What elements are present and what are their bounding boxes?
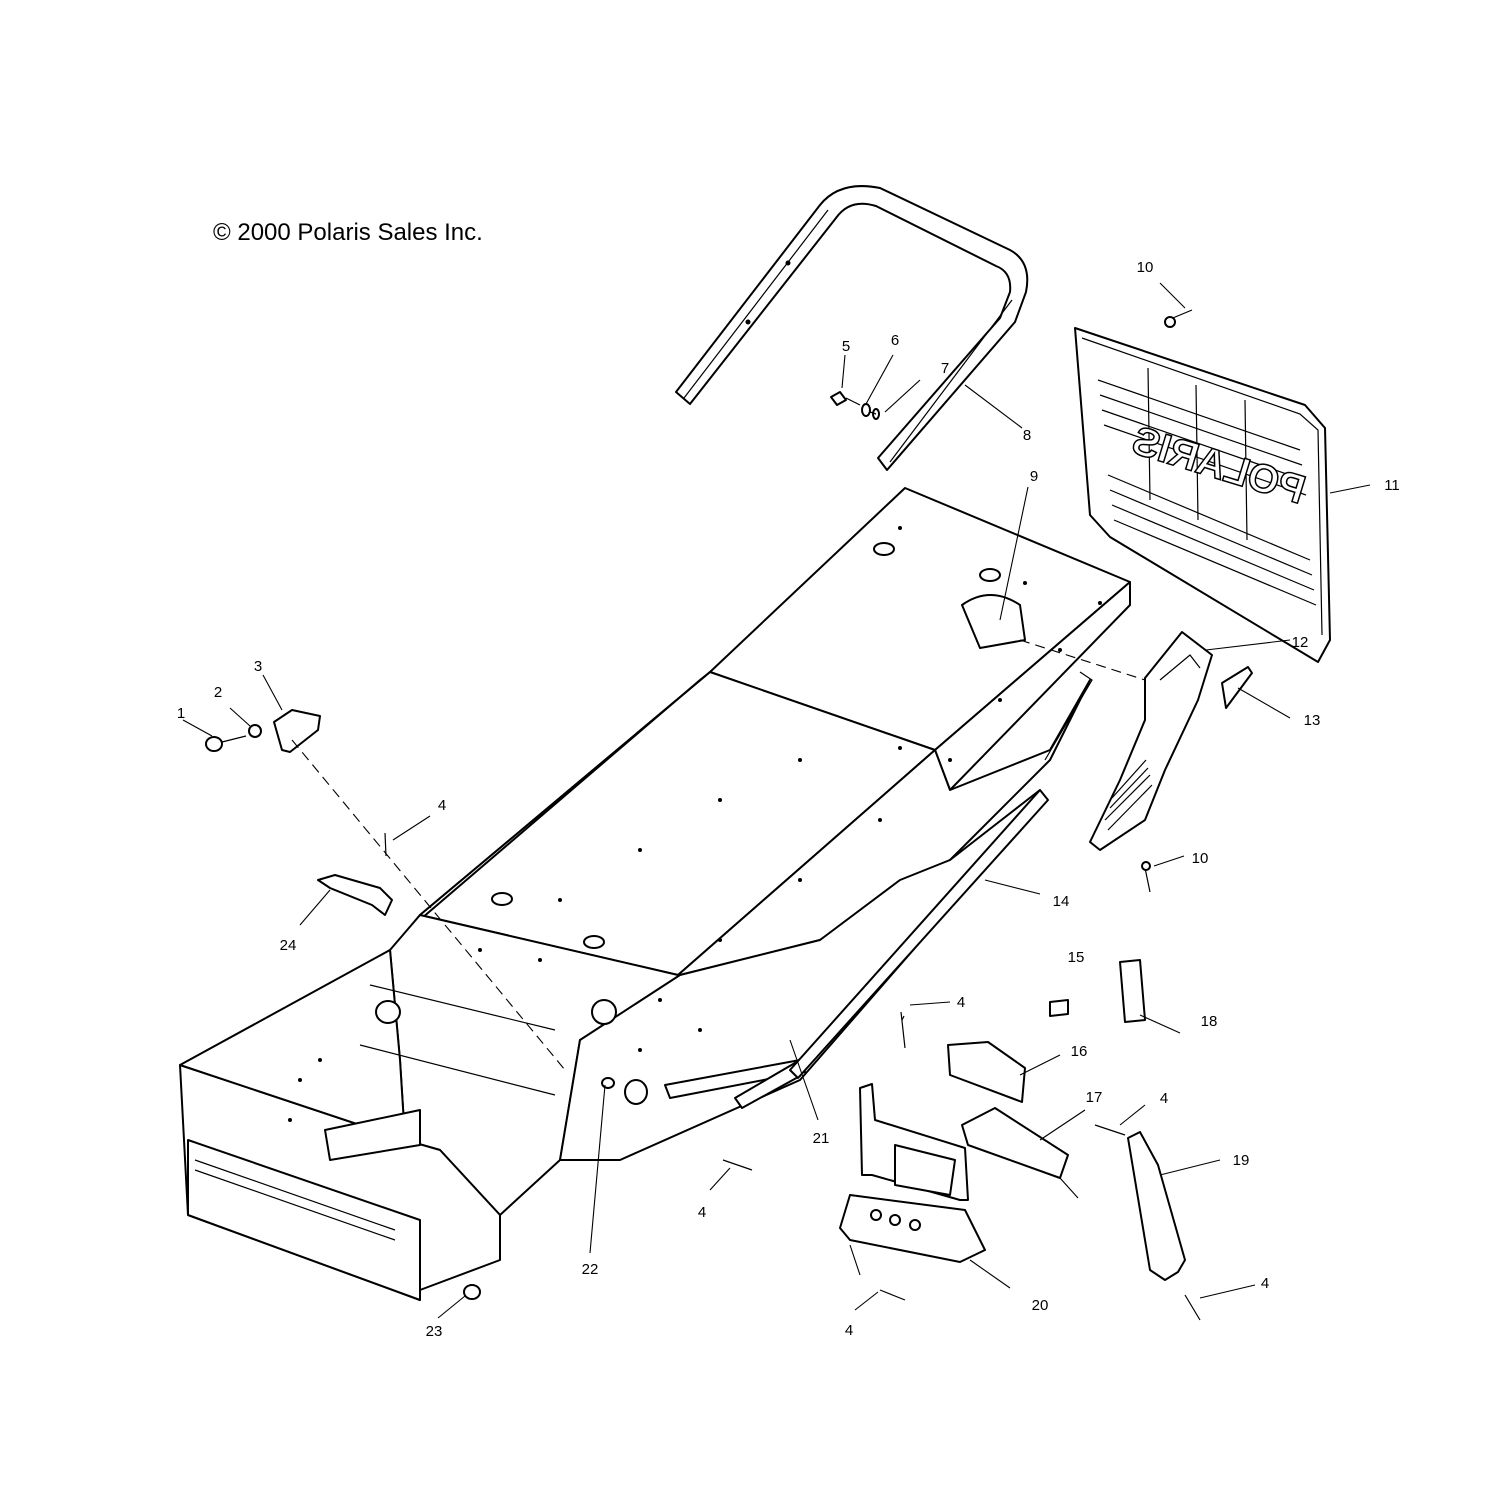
callout-4b: 4 [957, 994, 965, 1011]
callout-15: 15 [1068, 949, 1085, 966]
callout-19: 19 [1233, 1152, 1250, 1169]
callout-22: 22 [582, 1261, 599, 1278]
callout-10a: 10 [1137, 259, 1154, 276]
callout-18: 18 [1201, 1013, 1218, 1030]
callout-1: 1 [177, 705, 185, 722]
snow-flap: POLARIS [1074, 327, 1331, 663]
callout-14: 14 [1053, 893, 1070, 910]
callout-4d: 4 [698, 1204, 706, 1221]
callout-17: 17 [1086, 1089, 1103, 1106]
callout-12: 12 [1292, 634, 1309, 651]
decal-13 [1221, 666, 1253, 709]
bracket-3 [273, 709, 321, 753]
bracket-24 [317, 874, 393, 916]
callout-4f: 4 [1261, 1275, 1269, 1292]
callout-13: 13 [1304, 712, 1321, 729]
callout-3: 3 [254, 658, 262, 675]
copyright-text: © 2000 Polaris Sales Inc. [213, 219, 483, 246]
callout-21: 21 [813, 1130, 830, 1147]
bracket-16 [947, 1041, 1026, 1103]
callout-6: 6 [891, 332, 899, 349]
bracket-17 [961, 1107, 1069, 1179]
leader-lines [182, 282, 1371, 1319]
callout-4a: 4 [438, 797, 446, 814]
callout-11: 11 [1384, 477, 1400, 494]
chassis [179, 487, 1131, 1301]
bracket-20 [839, 1083, 986, 1263]
callout-5: 5 [842, 338, 850, 355]
callout-2: 2 [214, 684, 222, 701]
callout-24: 24 [280, 937, 297, 954]
bracket-19 [1127, 1131, 1186, 1281]
callout-labels: 1 2 3 4 4 4 4 4 4 5 6 7 8 9 10 10 11 12 … [177, 259, 1400, 1340]
callout-4c: 4 [1160, 1090, 1168, 1107]
callout-4e: 4 [845, 1322, 853, 1339]
side-panel [1089, 631, 1213, 851]
callout-16: 16 [1071, 1043, 1088, 1060]
fasteners [205, 309, 1201, 1321]
pad-15 [1049, 999, 1069, 1017]
callout-9: 9 [1030, 468, 1038, 485]
callout-20: 20 [1032, 1297, 1049, 1314]
callout-7: 7 [941, 360, 949, 377]
grab-bar [675, 185, 1029, 471]
clip-18 [1119, 959, 1146, 1023]
tunnel-studs [491, 542, 1001, 949]
callout-10b: 10 [1192, 850, 1209, 867]
callout-8: 8 [1023, 427, 1031, 444]
callout-23: 23 [426, 1323, 443, 1340]
